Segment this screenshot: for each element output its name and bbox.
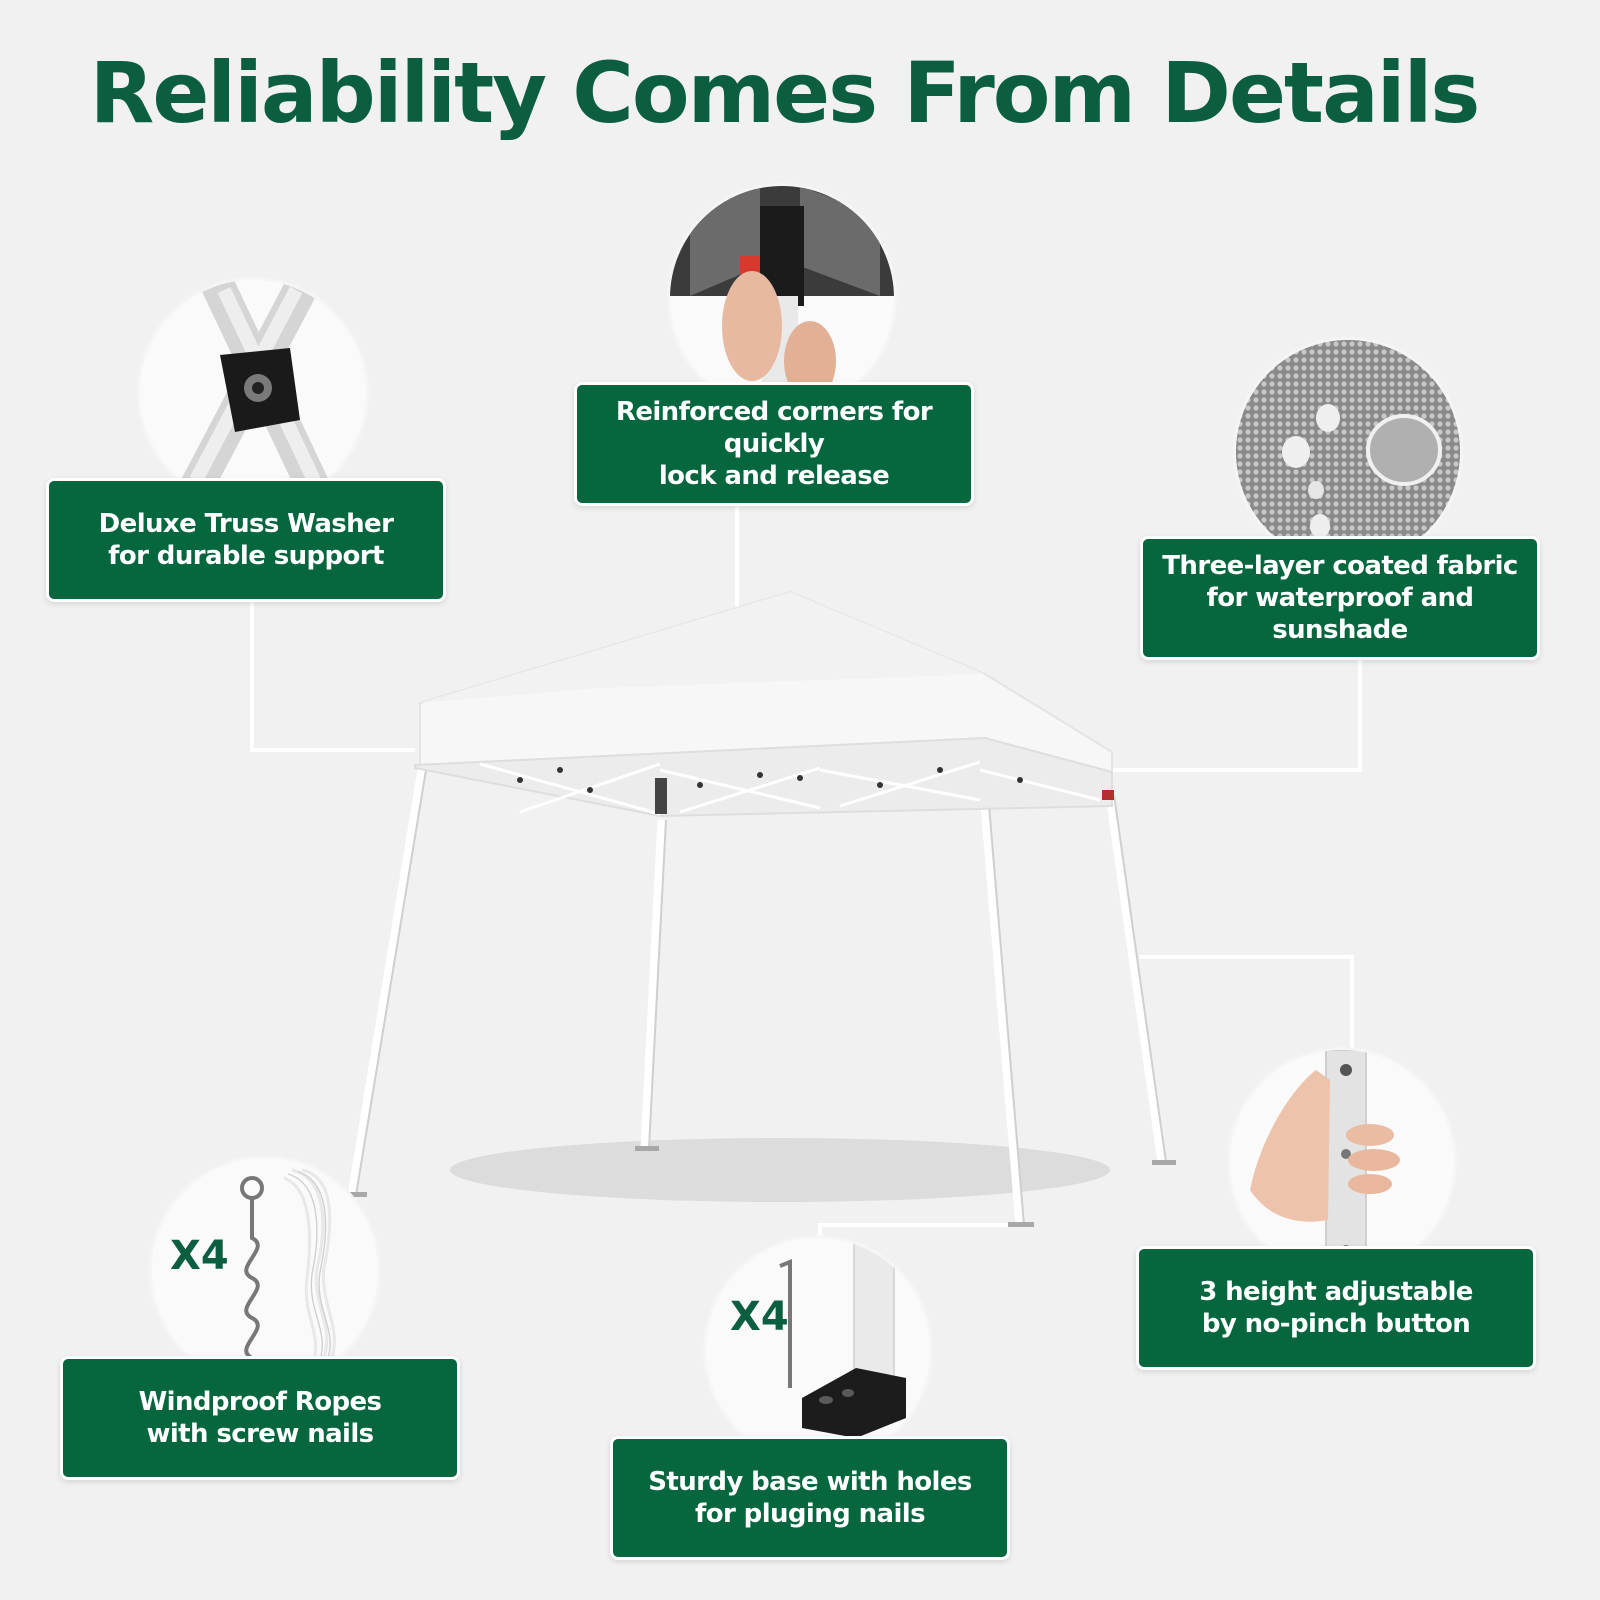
corner-lock-photo [670, 186, 894, 410]
feature-card-truss-washer: Deluxe Truss Washer for durable support [46, 478, 446, 602]
feature-line1: Windproof Ropes [138, 1387, 382, 1417]
feature-line2: for durable support [108, 541, 384, 571]
page-title: Reliability Comes From Details [89, 44, 1481, 142]
feature-line1: Sturdy base with holes [648, 1467, 972, 1497]
feature-line2: lock and release [658, 461, 890, 491]
feature-line2: for pluging nails [695, 1499, 926, 1529]
fabric-droplets-photo [1236, 340, 1460, 564]
feature-line1: Deluxe Truss Washer [98, 509, 394, 539]
feature-card-corners: Reinforced corners for quickly lock and … [574, 382, 974, 506]
feature-line1: Reinforced corners for quickly [615, 397, 933, 459]
feature-line2: by no-pinch button [1201, 1309, 1471, 1339]
rope-quantity: X4 [170, 1233, 229, 1279]
feature-line1: Three-layer coated fabric [1162, 551, 1518, 581]
feature-line2: for waterproof and sunshade [1206, 583, 1474, 645]
feature-line2: with screw nails [146, 1419, 374, 1449]
leg-button-photo [1230, 1050, 1454, 1274]
feature-card-fabric: Three-layer coated fabric for waterproof… [1140, 536, 1540, 660]
feature-card-ropes: Windproof Ropes with screw nails [60, 1356, 460, 1480]
leg-base-photo [706, 1238, 930, 1462]
rope-stake-photo [152, 1158, 378, 1384]
feature-card-height: 3 height adjustable by no-pinch button [1136, 1246, 1536, 1370]
truss-washer-photo [140, 280, 366, 506]
feature-card-base: Sturdy base with holes for pluging nails [610, 1436, 1010, 1560]
nail-quantity: X4 [730, 1294, 789, 1340]
feature-line1: 3 height adjustable [1199, 1277, 1473, 1307]
